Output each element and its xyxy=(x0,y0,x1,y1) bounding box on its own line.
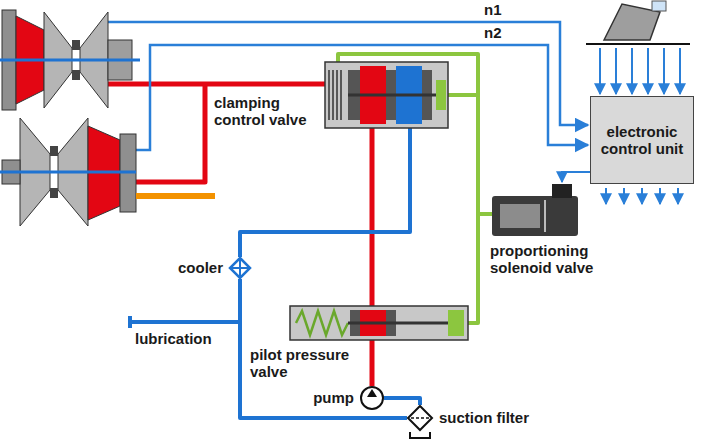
solenoid-valve-body xyxy=(492,196,578,236)
node-text: electronic control unit xyxy=(597,123,687,158)
pump-symbol: pump xyxy=(313,386,384,410)
control-output-arrow xyxy=(562,172,590,182)
filter-outline xyxy=(408,406,432,430)
signal-name: n1 xyxy=(484,1,502,18)
signal-name: n1 xyxy=(484,1,502,18)
control-output-arrow xyxy=(641,188,643,204)
cooler-outline xyxy=(230,258,250,278)
return-line xyxy=(128,316,132,328)
pilot-valve-body xyxy=(448,310,464,336)
text-group: cooler xyxy=(178,259,223,276)
part-name: proportioning solenoid valve xyxy=(490,242,620,277)
node-text: cooler xyxy=(178,259,223,276)
filter-symbol xyxy=(407,405,433,431)
control-output-arrow xyxy=(605,188,607,204)
speed-signal-line xyxy=(108,22,588,150)
clamping-valve-body xyxy=(329,70,341,120)
clamping-valve-body xyxy=(436,80,446,110)
pressure-line xyxy=(108,82,325,87)
clamping-valve-body xyxy=(325,62,448,128)
speed-signal-line xyxy=(108,22,588,125)
signal-name: n2 xyxy=(484,24,502,41)
part-name: pilot pressure valve xyxy=(250,346,362,381)
control-input-arrow xyxy=(631,48,633,94)
pilot-line xyxy=(448,93,478,97)
solenoid-valve-body xyxy=(492,184,578,236)
connector-group xyxy=(240,279,420,418)
text-group: electronic control unit xyxy=(597,123,687,158)
return-line xyxy=(240,128,410,257)
primary-pulley xyxy=(0,10,140,110)
clamping-valve-body xyxy=(348,94,440,97)
return-pipe xyxy=(384,398,420,405)
pilot-line xyxy=(338,54,492,323)
control-unit-box: electronic control unit xyxy=(590,96,694,184)
accelerator-pedal xyxy=(652,1,666,11)
filter-symbol xyxy=(407,405,433,431)
control-input-arrow xyxy=(600,48,680,94)
secondary-pulley xyxy=(0,171,136,174)
cooler-symbol: cooler xyxy=(178,257,251,279)
control-output-arrow xyxy=(677,188,679,204)
control-input-arrow xyxy=(663,48,665,94)
pressure-line xyxy=(370,128,375,386)
tank-symbol xyxy=(410,432,430,438)
pilot-line xyxy=(478,212,492,216)
part-name: lubrication xyxy=(135,330,212,347)
solenoid-valve-body xyxy=(552,184,572,198)
accelerator-pedal xyxy=(586,1,690,44)
clamping-valve-body xyxy=(325,62,448,128)
return-line xyxy=(130,320,240,324)
secondary-pulley xyxy=(0,118,215,226)
primary-pulley xyxy=(0,59,140,62)
filter-element xyxy=(411,417,429,419)
pilot-valve-body xyxy=(296,311,348,335)
part-name: clamping control valve xyxy=(214,94,322,129)
control-output-arrow xyxy=(623,188,625,204)
solenoid-valve-body xyxy=(544,200,546,232)
pump-symbol xyxy=(360,386,384,410)
cooler-symbol xyxy=(229,257,251,279)
cooler-symbol xyxy=(229,257,251,279)
return-line xyxy=(130,128,410,328)
part-name: proportioning solenoid valve xyxy=(490,242,620,277)
control-input-arrow xyxy=(679,48,681,94)
node-text: pump xyxy=(313,389,354,406)
primary-pulley xyxy=(72,70,80,80)
part-name: clamping control valve xyxy=(214,94,322,129)
signal-name: n2 xyxy=(484,24,502,41)
primary-pulley xyxy=(72,40,80,50)
secondary-pulley xyxy=(136,193,215,199)
pilot-valve-body xyxy=(290,306,468,340)
control-output-arrow xyxy=(659,188,661,204)
solenoid-valve-body xyxy=(500,204,540,228)
control-input-arrow xyxy=(615,48,617,94)
return-pipe xyxy=(240,279,407,418)
filter-symbol: suction filter xyxy=(407,405,529,431)
part-name: lubrication xyxy=(135,330,212,347)
pump-symbol xyxy=(360,386,384,410)
cooler-cross xyxy=(230,258,250,278)
pressure-line xyxy=(136,84,205,182)
speed-signal-line xyxy=(136,45,588,150)
control-input-arrow xyxy=(647,48,649,94)
text-group: pump xyxy=(313,389,354,406)
node-text: suction filter xyxy=(439,409,529,426)
text-group: suction filter xyxy=(439,409,529,426)
pump-triangle xyxy=(367,389,377,397)
accelerator-pedal xyxy=(586,43,690,45)
control-input-arrow xyxy=(599,48,601,94)
pump-outline xyxy=(361,387,383,409)
secondary-pulley xyxy=(50,188,58,198)
pilot-valve-body xyxy=(348,322,448,325)
pilot-valve-body xyxy=(290,306,468,340)
part-name: pilot pressure valve xyxy=(250,346,362,381)
secondary-pulley xyxy=(50,146,58,156)
